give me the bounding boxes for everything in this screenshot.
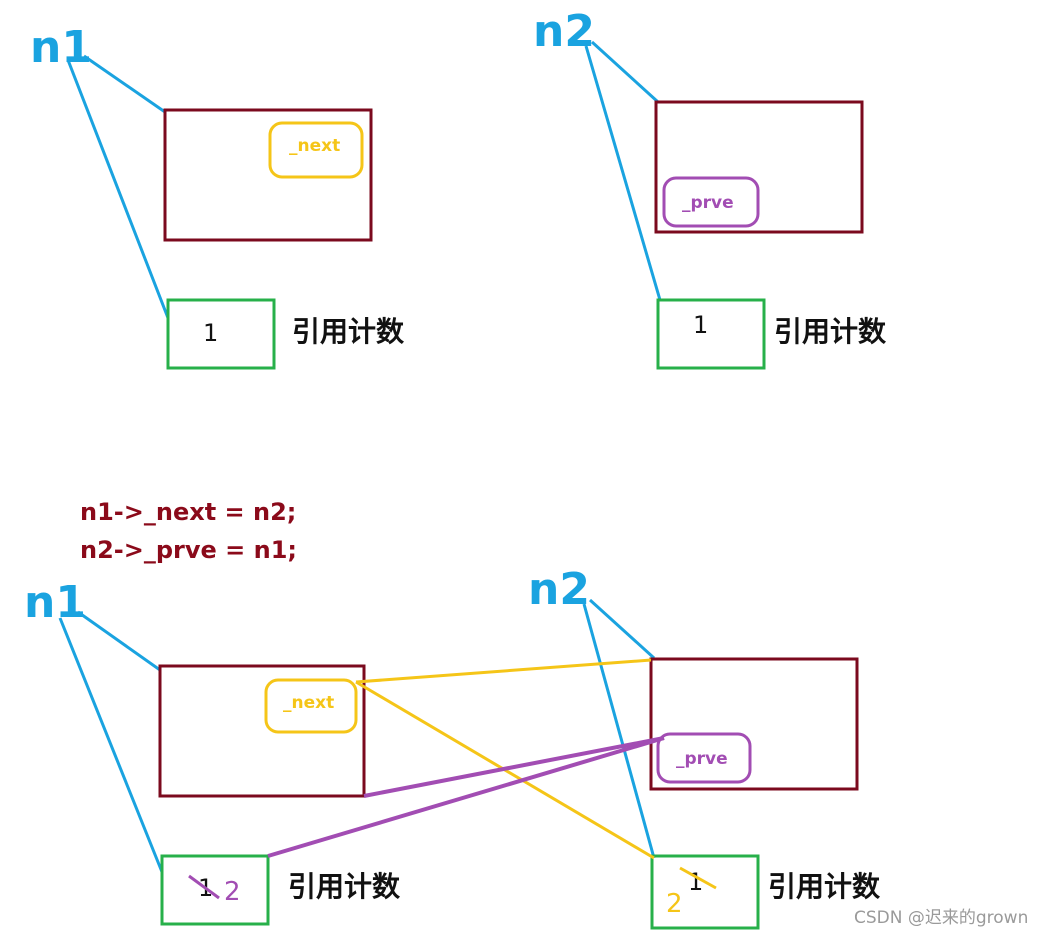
before-n2-prve-field — [662, 176, 760, 228]
before-n2-refcount-box — [656, 298, 766, 370]
before-n1-refcount-box — [166, 298, 276, 370]
before-section: n1 _next 1 引用计数 n2 _prve 1 引用计数 — [30, 6, 887, 370]
before-n1-pointer-to-node — [83, 54, 166, 114]
watermark: CSDN @迟来的grown — [854, 908, 1028, 928]
after-n2-old-count-strike — [679, 866, 717, 890]
code-line-1: n1->_next = n2; — [80, 498, 296, 526]
after-n1-label: n1 — [24, 577, 86, 628]
after-n1-pointer-to-count — [58, 617, 164, 873]
before-n1-next-field — [268, 121, 364, 179]
after-n2-prve-label: _prve — [676, 749, 728, 769]
after-n2-prve-field — [656, 732, 752, 784]
after-n2-node-box — [649, 657, 859, 791]
before-n2-refcount-value: 1 — [693, 311, 708, 339]
after-n2-refcount-box — [650, 854, 760, 930]
after-n2-refcount-caption: 引用计数 — [768, 870, 881, 903]
after-n1-pointer-to-node — [77, 610, 161, 672]
after-n2-pointer-to-node — [588, 598, 656, 660]
after-n2-label: n2 — [528, 564, 590, 615]
before-n2-pointer-to-count — [584, 45, 662, 301]
after-n1-refcount-caption: 引用计数 — [288, 870, 401, 903]
next-link-to-n2-node — [355, 658, 652, 684]
prve-link-to-n1-count — [267, 736, 665, 858]
after-n2-new-count: 2 — [666, 889, 683, 919]
before-n2-node-box — [654, 100, 864, 234]
before-n1-label: n1 — [30, 22, 92, 73]
after-n1-old-count-strike — [188, 874, 220, 900]
before-n2-refcount-caption: 引用计数 — [774, 315, 887, 348]
before-n2-pointer-to-node — [590, 40, 660, 104]
after-section: n1 _next 1 2 引用计数 n2 _prve 1 2 引用计数 — [24, 564, 881, 930]
code-block: n1->_next = n2; n2->_prve = n1; — [80, 498, 297, 564]
code-line-2: n2->_prve = n1; — [80, 536, 297, 564]
after-n1-new-count: 2 — [224, 877, 241, 907]
before-n1-next-label: _next — [289, 136, 340, 156]
before-n1-refcount-value: 1 — [203, 319, 218, 347]
before-n1-refcount-caption: 引用计数 — [292, 315, 405, 348]
prve-link-to-n1-node — [363, 736, 665, 798]
after-n1-next-label: _next — [283, 693, 334, 713]
before-n2-label: n2 — [533, 6, 595, 57]
after-n1-node-box — [158, 664, 366, 798]
before-n2-prve-label: _prve — [682, 193, 734, 213]
before-n1-pointer-to-count — [66, 59, 170, 319]
after-n1-next-field — [264, 678, 358, 734]
after-n2-pointer-to-count — [582, 603, 656, 859]
before-n1-node-box — [163, 108, 373, 242]
after-n1-refcount-box — [160, 854, 270, 926]
